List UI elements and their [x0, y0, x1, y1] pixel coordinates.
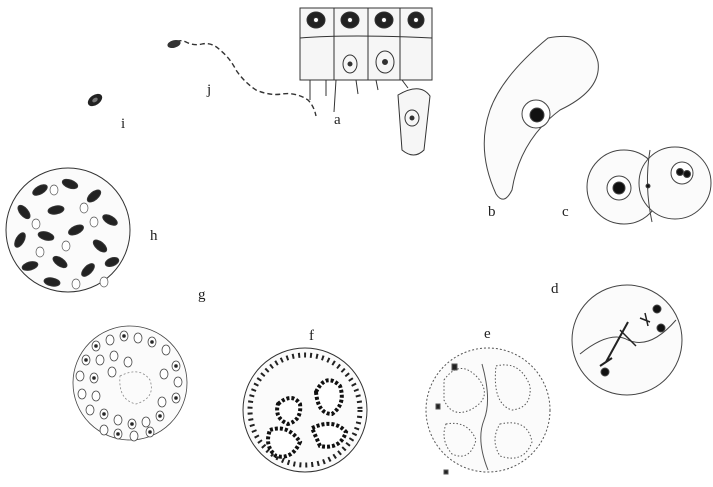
figure-b-spermatid	[484, 36, 598, 199]
figure-g-cyst	[73, 326, 187, 441]
figure-h-cyst	[6, 168, 130, 292]
label-j: j	[207, 83, 211, 98]
label-h: h	[150, 229, 158, 244]
label-a: a	[334, 113, 341, 128]
label-c: c	[562, 205, 569, 220]
figure-e-cyst	[426, 348, 550, 474]
label-i: i	[121, 117, 125, 132]
label-b: b	[488, 205, 496, 220]
label-g: g	[198, 288, 206, 303]
label-d: d	[551, 282, 559, 297]
figure-c-two-cell	[587, 147, 711, 224]
label-f: f	[309, 329, 314, 344]
figure-a-epithelium	[300, 8, 432, 155]
figure-j-spermatozoon	[167, 40, 316, 116]
figure-f-cyst	[243, 348, 367, 472]
label-e: e	[484, 327, 491, 342]
figure-d-mitosis	[572, 285, 682, 395]
figure-i-sperm-head	[86, 91, 105, 108]
